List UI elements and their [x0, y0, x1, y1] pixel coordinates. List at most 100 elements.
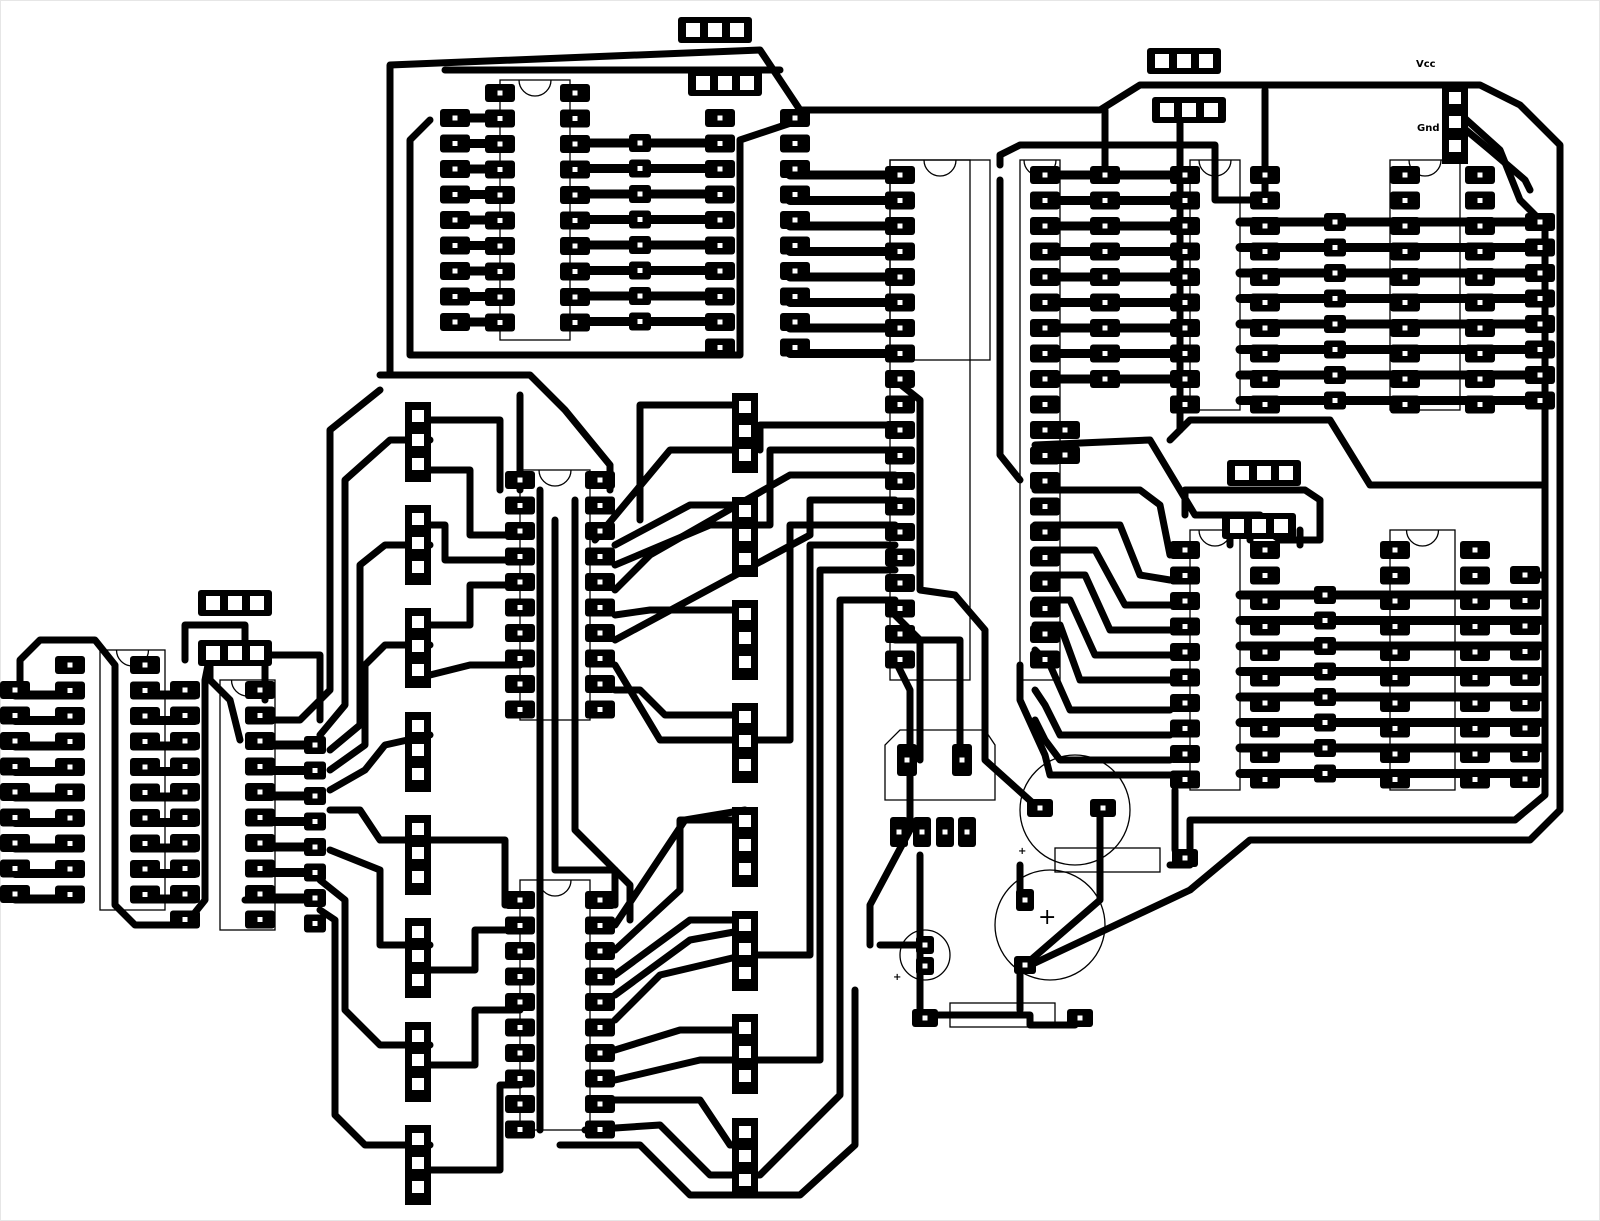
- trace: [1031, 716, 1174, 764]
- drill-hole: [497, 116, 503, 121]
- trace: [426, 521, 524, 564]
- header-pin: [739, 1174, 751, 1186]
- drill-hole: [452, 192, 458, 197]
- pad-layer: [0, 17, 1555, 1205]
- drill-hole: [897, 555, 903, 560]
- drill-hole: [1262, 649, 1268, 655]
- drill-hole: [922, 942, 928, 948]
- drill-hole: [517, 1025, 523, 1030]
- drill-hole: [1102, 274, 1108, 280]
- drill-hole: [312, 844, 318, 850]
- header-pin: [412, 616, 424, 628]
- trace: [611, 951, 749, 1024]
- drill-hole: [1262, 777, 1268, 782]
- header-pin: [412, 640, 424, 652]
- trace: [426, 581, 524, 629]
- drill-hole: [637, 268, 643, 273]
- drill-hole: [792, 115, 798, 121]
- trace: [891, 376, 1039, 809]
- drill-hole: [1402, 223, 1408, 229]
- drill-hole: [1472, 675, 1478, 680]
- drill-hole: [1102, 325, 1108, 331]
- drill-hole: [12, 713, 18, 718]
- drill-hole: [497, 243, 503, 249]
- drill-hole: [1322, 592, 1328, 598]
- trace: [611, 501, 749, 549]
- header-pin: [718, 76, 732, 90]
- drill-hole: [142, 739, 148, 744]
- drill-hole: [897, 427, 903, 433]
- drill-hole: [67, 764, 73, 770]
- drill-hole: [637, 293, 643, 299]
- drill-hole: [257, 891, 263, 897]
- drill-hole: [1477, 249, 1483, 254]
- drill-hole: [597, 707, 603, 712]
- drill-hole: [1322, 720, 1328, 725]
- drill-hole: [257, 840, 263, 846]
- drill-hole: [67, 866, 73, 872]
- drill-hole: [637, 166, 643, 171]
- drill-hole: [572, 116, 578, 121]
- drill-hole: [1472, 649, 1478, 655]
- drill-hole: [1262, 726, 1268, 731]
- header-pin: [412, 744, 424, 756]
- drill-hole: [517, 974, 523, 979]
- drill-hole: [312, 793, 318, 799]
- trace: [611, 926, 749, 999]
- drill-hole: [597, 1076, 603, 1081]
- drill-hole: [572, 141, 578, 147]
- drill-hole: [1262, 547, 1268, 553]
- drill-hole: [1332, 219, 1338, 225]
- drill-hole: [897, 376, 903, 382]
- drill-hole: [1262, 223, 1268, 229]
- drill-hole: [1472, 751, 1478, 757]
- drill-hole: [67, 739, 73, 744]
- drill-hole: [1042, 172, 1048, 178]
- header-pin: [412, 974, 424, 986]
- drill-hole: [597, 1050, 603, 1056]
- header-pin: [412, 1030, 424, 1042]
- drill-hole: [1062, 427, 1068, 433]
- header-pin: [739, 449, 751, 461]
- drill-hole: [1477, 300, 1483, 305]
- drill-hole: [1472, 726, 1478, 731]
- drill-hole: [142, 790, 148, 795]
- header-pin: [412, 664, 424, 676]
- drill-hole: [637, 191, 643, 197]
- header-pin: [739, 1022, 751, 1034]
- drill-hole: [1402, 274, 1408, 280]
- drill-hole: [497, 218, 503, 223]
- drill-hole: [1102, 376, 1108, 382]
- drill-hole: [897, 453, 903, 458]
- drill-hole: [1402, 172, 1408, 178]
- drill-hole: [1477, 376, 1483, 382]
- drill-hole: [257, 713, 263, 718]
- drill-hole: [12, 866, 18, 871]
- drill-hole: [922, 963, 928, 969]
- drill-hole: [497, 320, 503, 325]
- drill-hole: [12, 764, 18, 769]
- header-pin: [1252, 519, 1266, 533]
- drill-hole: [1102, 351, 1108, 356]
- capacitor-c3: [899, 929, 951, 981]
- drill-hole: [637, 319, 643, 324]
- drill-hole: [312, 768, 318, 773]
- drill-hole: [517, 923, 523, 928]
- drill-hole: [1042, 478, 1048, 484]
- trace: [426, 661, 524, 679]
- drill-hole: [517, 605, 523, 610]
- trace: [386, 46, 1564, 974]
- header-pin: [412, 847, 424, 859]
- drill-hole: [1042, 606, 1048, 611]
- trace: [891, 636, 964, 764]
- drill-hole: [1537, 219, 1543, 225]
- ic-notch: [923, 159, 957, 177]
- header-pin: [686, 23, 700, 37]
- drill-hole: [897, 478, 903, 484]
- cap2-plus-mark: +: [893, 972, 901, 983]
- trace: [1031, 571, 1174, 634]
- drill-hole: [517, 897, 523, 903]
- trace: [1181, 486, 1324, 544]
- drill-hole: [312, 870, 318, 875]
- drill-hole: [452, 243, 458, 248]
